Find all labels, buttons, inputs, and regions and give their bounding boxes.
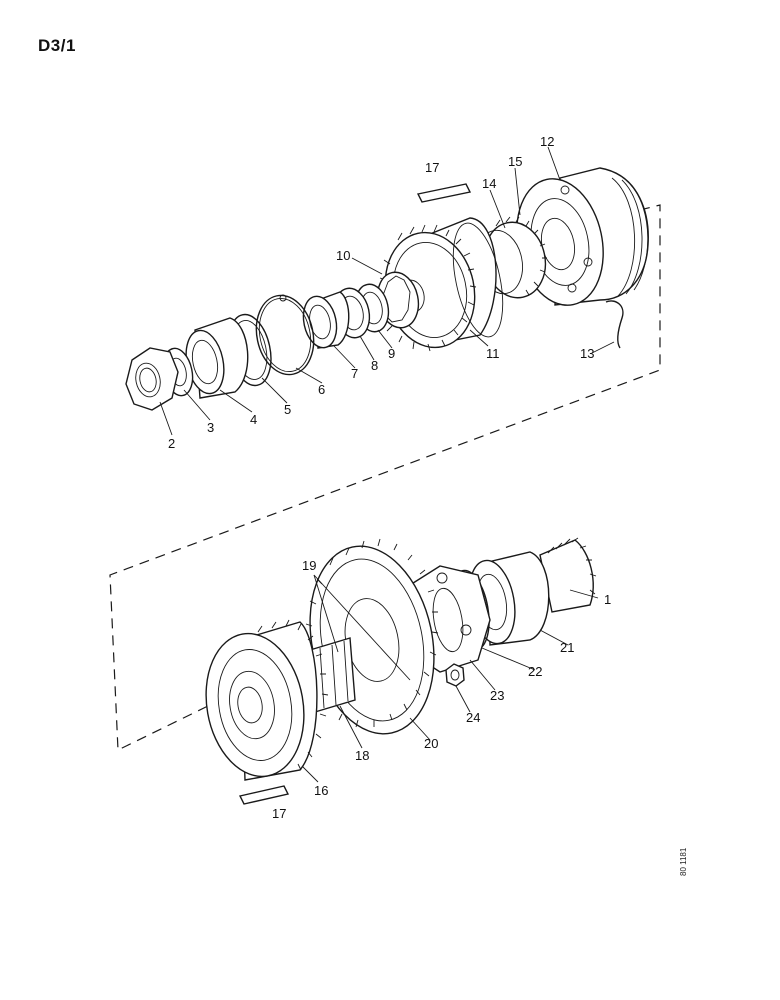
part-21-bearing: [468, 551, 550, 646]
callout-20: 20: [424, 736, 438, 751]
callout-21: 21: [560, 640, 574, 655]
callout-2: 2: [168, 436, 175, 451]
callout-18: 18: [355, 748, 369, 763]
callout-24: 24: [466, 710, 480, 725]
callout-12: 12: [540, 134, 554, 149]
callout-19: 19: [302, 558, 316, 573]
callout-14: 14: [482, 176, 496, 191]
part-17-key-lower: [238, 785, 290, 805]
part-24-bolt: [445, 663, 465, 687]
part-20-gear: [304, 538, 439, 735]
part-13-spring-clip: [605, 300, 624, 349]
callout-4: 4: [250, 412, 257, 427]
callout-15: 15: [508, 154, 522, 169]
leader-lines: [159, 146, 615, 783]
part-16-gear-drum: [205, 619, 329, 781]
callout-17-upper: 17: [425, 160, 439, 175]
callout-3: 3: [207, 420, 214, 435]
drawing-reference: 80 1181: [679, 847, 688, 876]
callout-5: 5: [284, 402, 291, 417]
part-7-bearing: [302, 291, 350, 349]
part-6-circlip: [255, 294, 315, 376]
callout-22: 22: [528, 664, 542, 679]
callout-7: 7: [351, 366, 358, 381]
callout-16: 16: [314, 783, 328, 798]
callout-9: 9: [388, 346, 395, 361]
callout-6: 6: [318, 382, 325, 397]
part-1-pinion: [539, 537, 597, 613]
page-code: D3/1: [38, 36, 76, 55]
callout-11: 11: [486, 346, 500, 361]
callout-10: 10: [336, 248, 350, 263]
part-4-bearing-cup: [185, 317, 249, 399]
callout-labels: 1 2 3 4 5 6 7 8 9 10 11 12 13 14 15 16 1…: [168, 134, 611, 821]
callout-23: 23: [490, 688, 504, 703]
callout-1: 1: [604, 592, 611, 607]
callout-13: 13: [580, 346, 594, 361]
shaft-connector-dashed-line: [109, 204, 661, 751]
callout-17-lower: 17: [272, 806, 286, 821]
part-17-key-upper: [416, 183, 472, 203]
part-2-nut: [125, 347, 179, 411]
callout-8: 8: [371, 358, 378, 373]
